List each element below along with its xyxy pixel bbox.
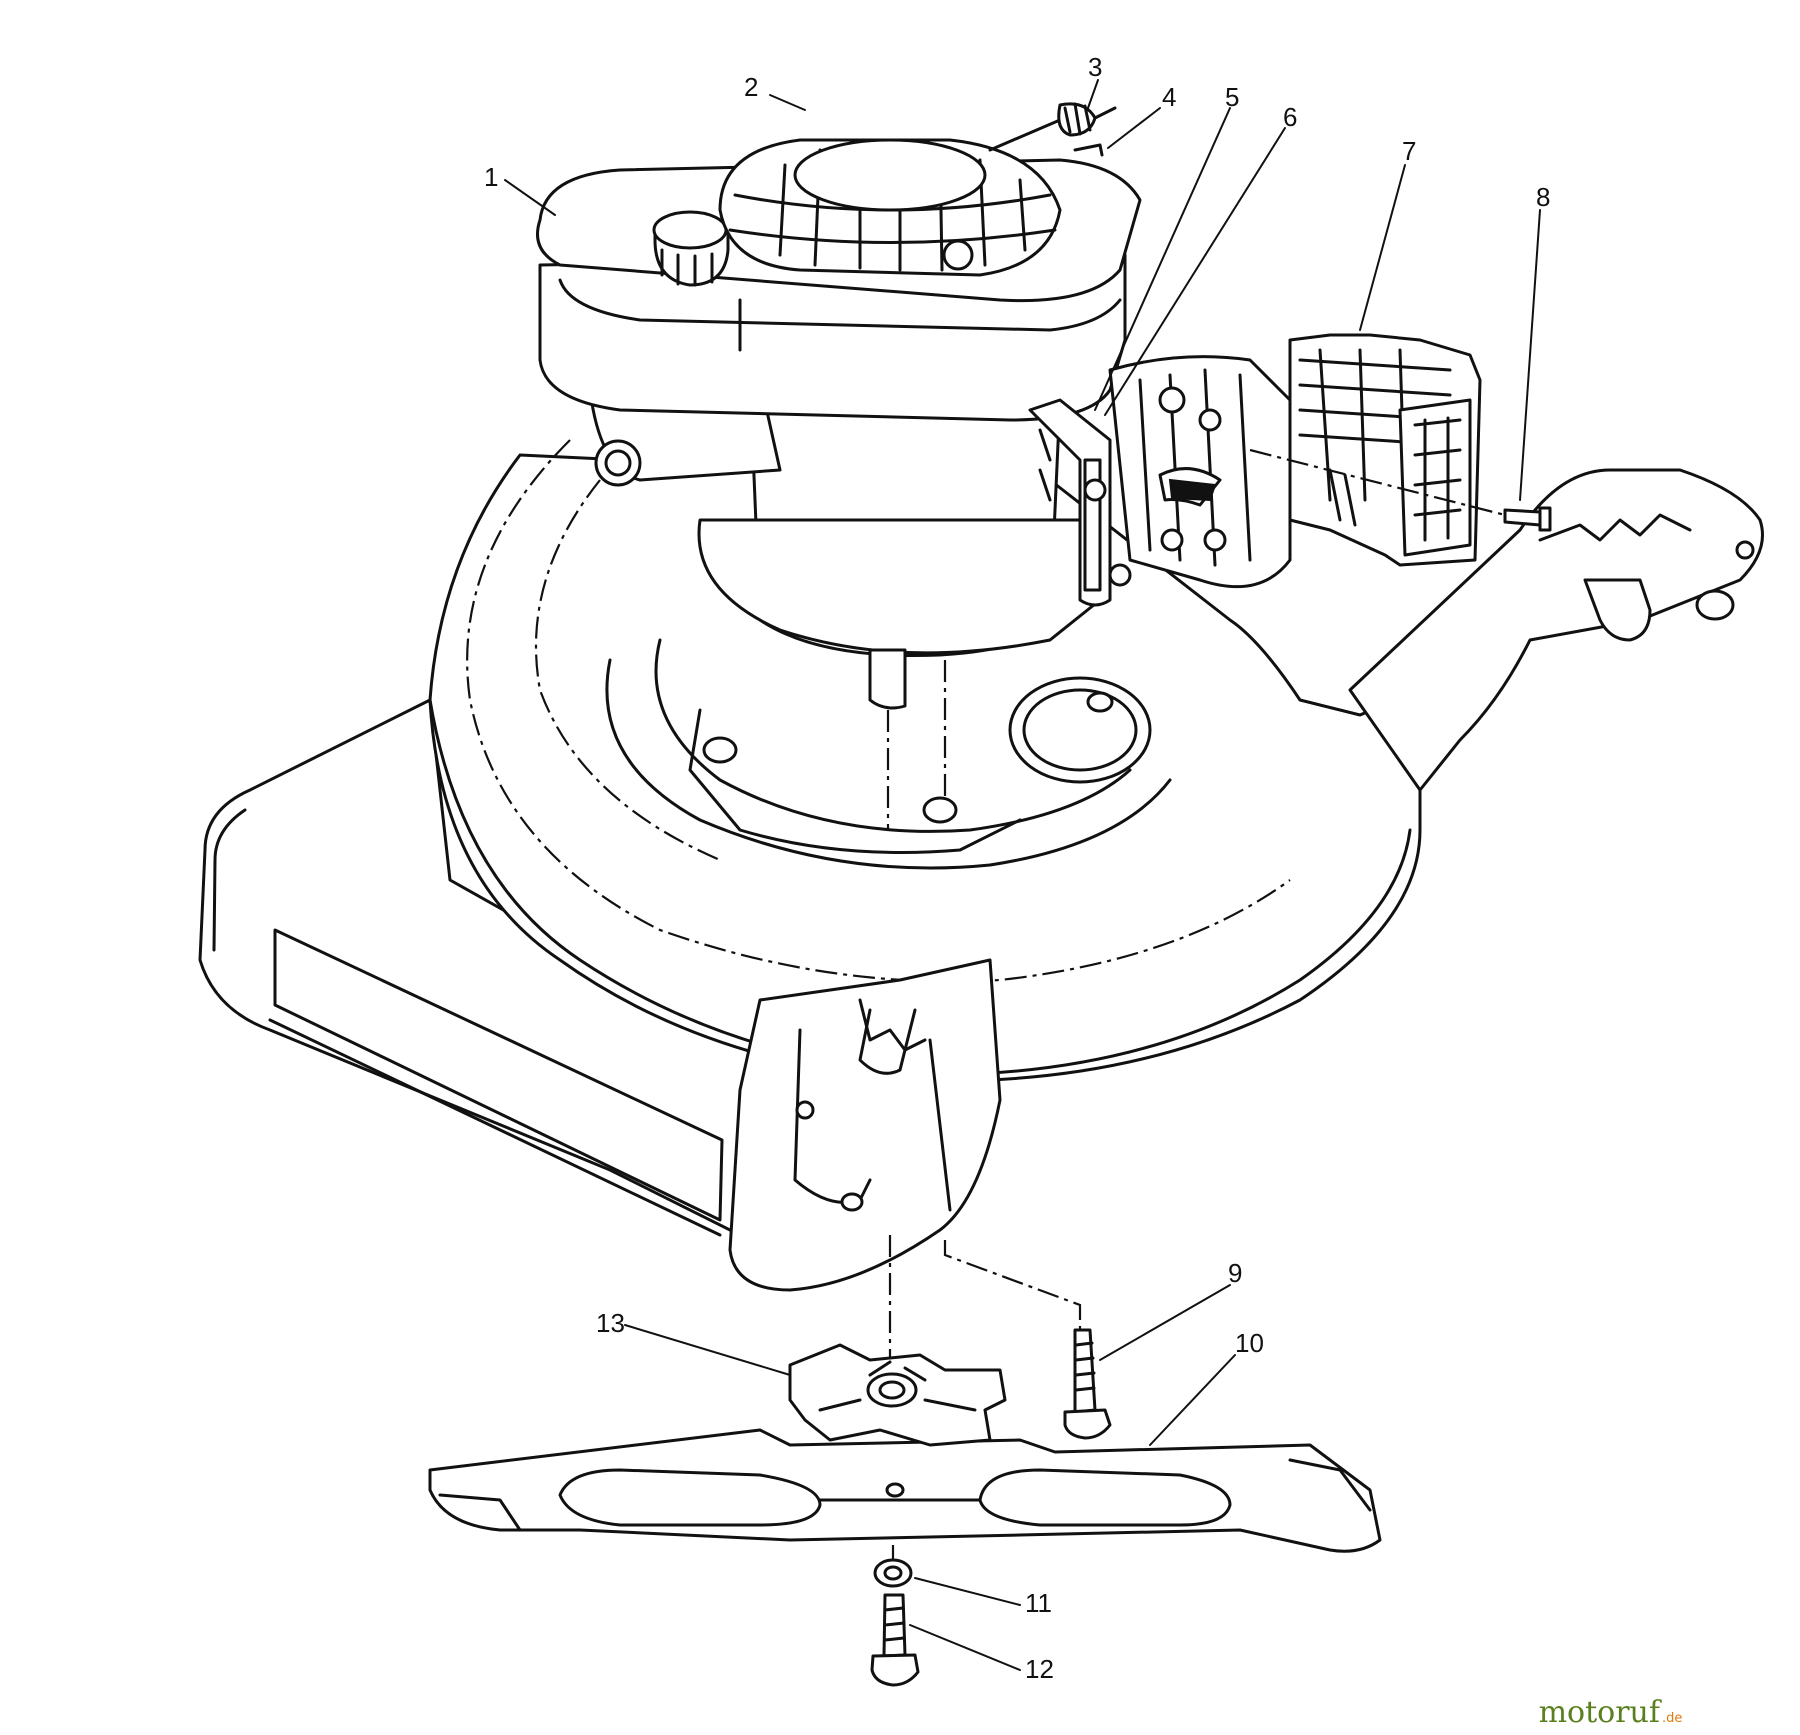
guard-bolt: [1249, 448, 1552, 532]
watermark-text: motoruf: [1539, 1695, 1662, 1730]
callout-13: 13: [596, 1308, 625, 1338]
callout-1: 1: [484, 162, 498, 192]
callout-10: 10: [1235, 1328, 1264, 1358]
callout-3: 3: [1088, 52, 1102, 82]
callout-labels: 1 2 3 4 5 6 7 8 9 10 11 12 13: [484, 52, 1550, 1684]
callout-4: 4: [1162, 82, 1176, 112]
muffler-guard: [1288, 333, 1482, 567]
mower-deck: [198, 439, 1764, 1292]
callout-5: 5: [1225, 82, 1239, 112]
watermark: motoruf .de: [1539, 1695, 1683, 1730]
callout-12: 12: [1025, 1654, 1054, 1684]
leader-lines: [504, 79, 1541, 1671]
callout-11: 11: [1025, 1588, 1052, 1618]
callout-9: 9: [1228, 1258, 1242, 1288]
starter-spring: [988, 102, 1117, 152]
blade-assembly: [428, 1235, 1382, 1687]
callout-2: 2: [744, 72, 758, 102]
watermark-suffix: .de: [1662, 1711, 1682, 1726]
callout-7: 7: [1402, 136, 1416, 166]
engine: [536, 138, 1292, 830]
callout-8: 8: [1536, 182, 1550, 212]
retainer-pin: [1073, 143, 1104, 157]
callout-6: 6: [1283, 102, 1297, 132]
